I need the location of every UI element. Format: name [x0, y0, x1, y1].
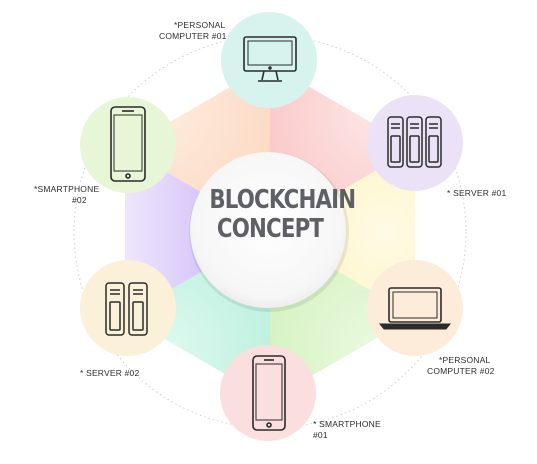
label-line1: * SERVER #01	[447, 188, 507, 198]
label-personal-computer-01: *PERSONAL COMPUTER #01	[159, 20, 227, 42]
label-server-02: * SERVER #02	[80, 368, 139, 379]
label-smartphone-01: * SMARTPHONE #01	[313, 419, 381, 441]
label-personal-computer-02: *PERSONAL COMPUTER #02	[427, 355, 495, 377]
node-personal-computer-02[interactable]	[367, 260, 463, 356]
smartphone-icon	[110, 106, 146, 182]
label-line2: COMPUTER #02	[427, 366, 495, 376]
label-line1: *PERSONAL	[174, 20, 226, 30]
node-personal-computer-01[interactable]	[221, 12, 317, 108]
label-line1: *SMARTPHONE	[34, 184, 100, 194]
center-circle	[189, 152, 349, 312]
node-smartphone-01[interactable]	[220, 345, 316, 441]
node-server-01[interactable]	[367, 95, 463, 191]
server-rack-icon	[105, 282, 148, 336]
label-line2: #01	[313, 430, 328, 440]
center-title-line2: CONCEPT	[216, 214, 324, 244]
label-line1: * SMARTPHONE	[313, 419, 381, 429]
label-smartphone-02: *SMARTPHONE #02	[34, 184, 99, 206]
label-line2: #02	[72, 195, 87, 205]
server-rack-icon	[387, 116, 442, 168]
laptop-icon	[378, 287, 452, 330]
node-smartphone-02[interactable]	[80, 97, 176, 193]
center-title-line1: BLOCKCHAIN	[209, 185, 356, 215]
smartphone-icon	[252, 355, 286, 431]
desktop-monitor-icon	[243, 36, 297, 82]
label-line2: COMPUTER #01	[159, 31, 227, 41]
node-server-02[interactable]	[80, 260, 176, 356]
label-line1: * SERVER #02	[80, 368, 140, 378]
label-server-01: * SERVER #01	[447, 188, 506, 199]
label-line1: *PERSONAL	[439, 355, 491, 365]
center-title: BLOCKCHAIN CONCEPT	[209, 185, 356, 244]
